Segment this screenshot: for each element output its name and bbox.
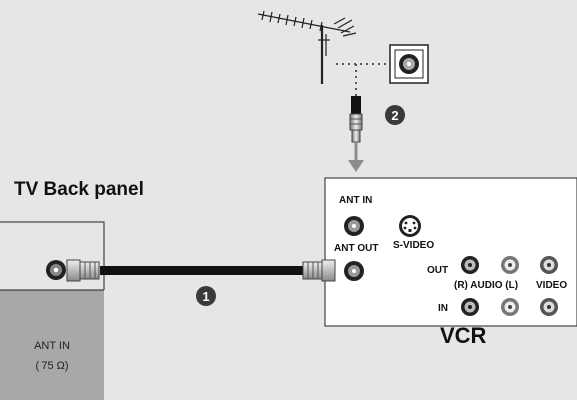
vcr-panel — [324, 177, 577, 327]
tv-ant-in-jack — [46, 260, 66, 280]
vcr-ant-out-label: ANT OUT — [334, 243, 379, 254]
vcr-out-label: OUT — [427, 265, 449, 276]
tv-ant-in-label: ANT IN — [34, 340, 70, 352]
step-1-badge: 1 — [196, 286, 216, 306]
vcr-rca-in-audio-r — [461, 298, 479, 316]
vcr-ant-in-label: ANT IN — [339, 195, 373, 206]
antenna-cable-2 — [348, 96, 364, 172]
vcr-video-label: VIDEO — [536, 280, 568, 291]
vcr-ant-out-jack — [344, 261, 364, 281]
vcr-rca-out-video — [540, 256, 558, 274]
vcr-rca-out-audio-r — [461, 256, 479, 274]
dotted-antenna-lines — [336, 63, 388, 96]
wall-antenna-jack — [389, 44, 429, 84]
vcr-s-video-jack — [399, 215, 421, 237]
vcr-rca-in-audio-l — [501, 298, 519, 316]
vcr-audio-label: (R) AUDIO (L) — [454, 280, 519, 291]
tv-back-panel — [0, 221, 105, 400]
tv-ant-in-impedance: ( 75 Ω) — [35, 360, 69, 372]
down-arrow-icon — [348, 160, 364, 172]
tv-back-panel-title: TV Back panel — [14, 179, 144, 200]
vcr-in-label: IN — [438, 303, 448, 314]
vcr-rca-out-audio-l — [501, 256, 519, 274]
step-2-badge: 2 — [385, 105, 405, 125]
rf-cable-1 — [66, 259, 336, 282]
vcr-title: VCR — [440, 323, 487, 348]
antenna-icon — [257, 10, 357, 84]
vcr-rca-in-video — [540, 298, 558, 316]
tv-ant-in-label-block — [0, 290, 104, 400]
vcr-ant-in-jack — [344, 216, 364, 236]
vcr-s-video-label: S-VIDEO — [393, 240, 435, 251]
